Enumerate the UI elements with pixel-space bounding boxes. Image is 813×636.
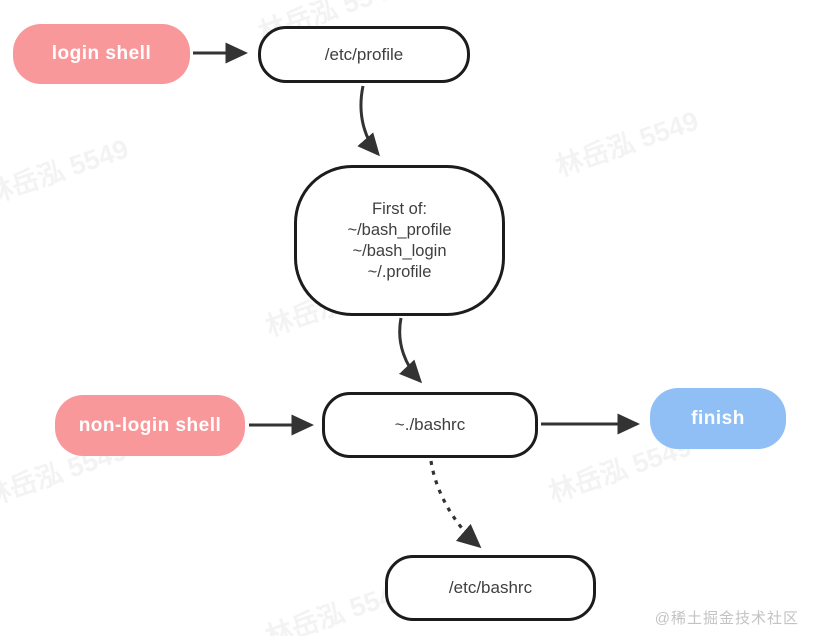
watermark: 林岳泓 5549 [551,105,703,183]
node-bashrc-label: ~./bashrc [394,415,466,434]
first-of-line: ~/.profile [367,262,432,281]
first-of-line: ~/bash_profile [347,220,452,239]
node-etc-profile: /etc/profile [258,26,470,83]
node-login-shell-label: login shell [51,43,152,64]
watermark: 林岳泓 5549 [0,133,133,211]
node-first-of: First of: ~/bash_profile ~/bash_login ~/… [294,165,505,316]
arrow-firstof-to-bashrc [398,317,423,384]
arrow-bashrc-to-etcbashrc-dashed [429,460,482,549]
node-bashrc: ~./bashrc [322,392,538,458]
arrow-profile-to-firstof [357,85,380,157]
node-non-login-shell: non-login shell [55,395,245,456]
node-finish: finish [650,388,786,449]
node-non-login-shell-label: non-login shell [78,414,222,436]
first-of-line: ~/bash_login [352,241,447,260]
node-etc-profile-label: /etc/profile [324,44,404,64]
node-finish-label: finish [691,407,745,429]
node-etc-bashrc: /etc/bashrc [385,555,596,621]
first-of-line: First of: [371,199,427,218]
node-etc-bashrc-label: /etc/bashrc [448,578,533,597]
credit-text: @稀土掘金技术社区 [654,610,799,627]
node-login-shell: login shell [13,24,190,84]
node-first-of-label: First of: ~/bash_profile ~/bash_login ~/… [347,199,451,283]
